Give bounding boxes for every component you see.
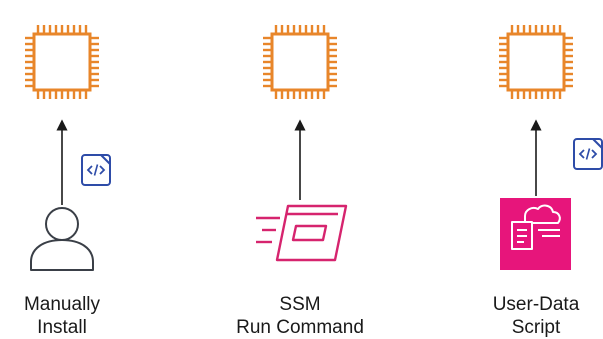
ec2-instance-chip-icon [499,25,573,99]
user-icon [30,207,94,271]
ec2-instance-chip-icon [263,25,337,99]
caption-line: User-Data [492,294,580,315]
ec2-instance-chip-icon [25,25,99,99]
caption-line: Install [37,317,87,338]
caption-user-data-script: User-Data Script [456,293,603,339]
code-file-icon [573,138,603,170]
code-file-icon [81,154,111,186]
caption-ssm-run-command: SSM Run Command [220,293,380,339]
caption-line: Manually [23,294,101,315]
caption-line: Script [511,317,561,338]
cloudformation-template-icon [500,198,571,270]
caption-line: SSM [279,294,321,315]
caption-manually-install: Manually Install [0,293,142,339]
caption-line: Run Command [236,317,364,338]
ssm-run-command-icon [256,204,348,262]
